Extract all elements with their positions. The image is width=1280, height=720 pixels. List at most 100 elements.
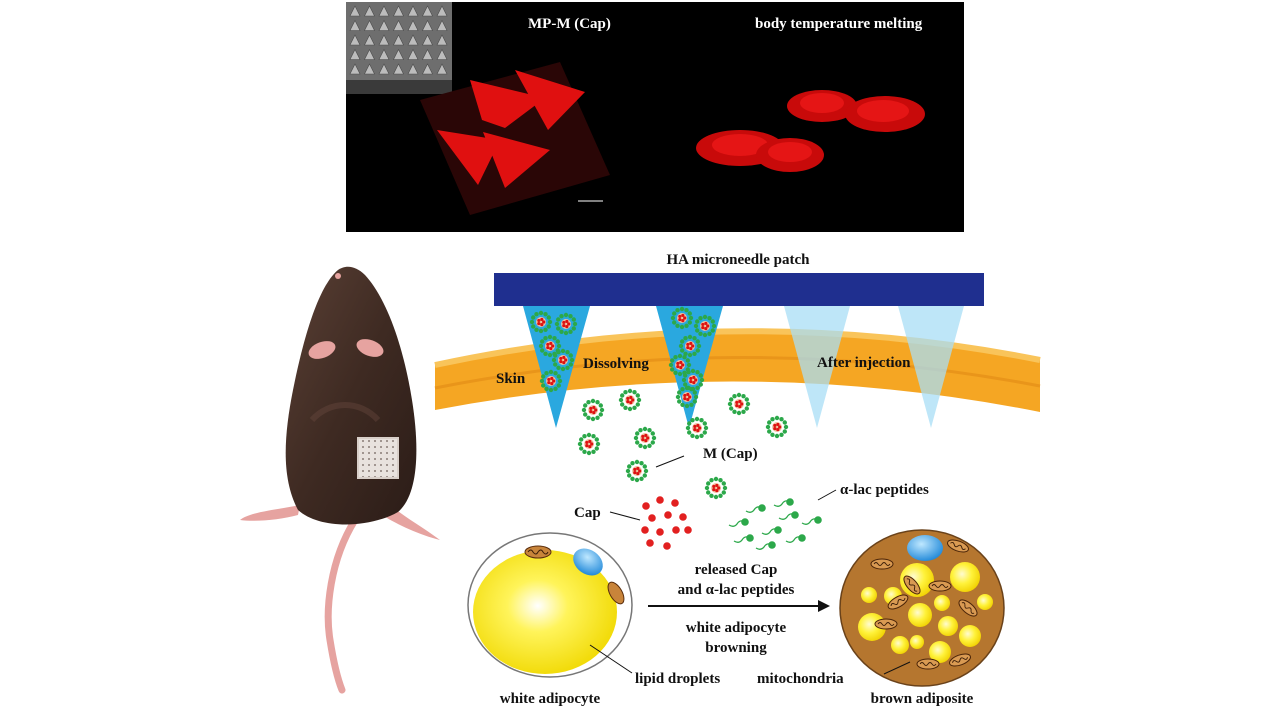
browning-label-1: white adipocyte [686,620,787,636]
small-lipid-droplet [950,562,980,592]
small-lipid-droplet [910,635,924,649]
small-lipid-droplet [929,641,951,663]
cap-molecule [656,528,664,536]
needle-empty-1 [784,306,850,428]
peptide [801,516,822,525]
large-lipid-droplet [473,550,617,674]
mito-label: mitochondria [757,671,844,687]
peptide [728,518,749,527]
lipid-pointer [589,644,633,674]
micrograph-left-title: MP-M (Cap) [528,16,611,32]
needle-fluor-2 [515,70,585,130]
mitochondrion [874,618,898,630]
peptide [773,498,794,507]
released-label-2: and α-lac peptides [678,582,795,598]
micelle-particle [581,398,605,422]
mitochondrion [887,594,909,610]
free-cap-molecules [641,496,692,550]
patch-label: HA microneedle patch [666,252,810,268]
mitochondrion [947,539,969,553]
dissolving-label: Dissolving [583,356,649,372]
micelle-particle [625,459,649,483]
mitochondrion [916,658,940,670]
lipid-label: lipid droplets [635,671,720,687]
nucleus [907,535,943,561]
needle-fluor-1 [470,80,545,128]
peptide [745,504,766,513]
mitochondrion [903,575,921,595]
cap-molecule [664,511,672,519]
mitochondrion [928,580,952,592]
cap-molecule [684,526,692,534]
mitochondrion [958,599,978,617]
patch-on-mouse [357,437,399,479]
cap-molecule [679,513,687,521]
mito-pointer [883,661,911,675]
peptide [778,511,799,520]
peptide [733,534,754,543]
micelle-particle [670,306,694,330]
mitochondrion [607,581,625,605]
skin-layer [434,328,1041,412]
micelle-particle [577,432,601,456]
peptide [761,526,782,535]
brown-cell-label: brown adiposite [871,691,974,707]
white-cell-label: white adipocyte [500,691,601,707]
micrograph-right-title: body temperature melting [755,16,923,32]
brown-adipocyte [839,529,1005,687]
alac-label: α-lac peptides [840,482,929,498]
mouse-illustration [240,266,440,694]
nucleus [573,548,603,576]
small-lipid-droplet [959,625,981,647]
micelle-particle [678,334,702,358]
peptide [755,541,776,550]
browning-label-2: browning [705,640,767,656]
alac-peptides [728,498,822,550]
micelle-particle [693,314,717,338]
cap-molecule [648,514,656,522]
arrow-head [818,600,830,612]
micelle-particle [765,415,789,439]
cap-molecule [672,526,680,534]
micelle-particle [681,368,705,392]
micelle-particle [618,388,642,412]
ha-microneedle-patch [494,273,984,306]
micelle-particle [539,369,563,393]
cap-molecule [656,496,664,504]
mitochondrion [524,545,552,559]
needle-fluor-4 [483,132,550,188]
micelle-particle [668,353,692,377]
alac-pointer [817,489,837,501]
needle-empty-2 [898,306,964,428]
micelle-particle [554,312,578,336]
cap-label: Cap [574,505,601,521]
small-lipid-droplet [934,595,950,611]
cap-pointer [609,511,641,521]
skin-label: Skin [496,371,526,387]
m-cap-label: M (Cap) [703,446,758,462]
cap-molecule [646,539,654,547]
cap-molecule [641,526,649,534]
micelle-particle [727,392,751,416]
small-lipid-droplet [977,594,993,610]
cap-molecule [642,502,650,510]
peptide [785,534,806,543]
after-injection-label: After injection [817,355,911,371]
micelle-particle [551,348,575,372]
cap-molecule [663,542,671,550]
micrograph-panel: MP-M (Cap) body temperature melting [346,2,964,232]
small-lipid-droplet [891,636,909,654]
micelle-particle [538,334,562,358]
small-lipid-droplet [861,587,877,603]
sem-inset [346,2,452,94]
released-label-1: released Cap [695,562,778,578]
micelle-particle [675,385,699,409]
needle-fluor-3 [437,130,500,185]
cap-molecule [671,499,679,507]
small-lipid-droplet [938,616,958,636]
mitochondrion [870,558,894,570]
mitochondrion [949,653,971,667]
small-lipid-droplet [908,603,932,627]
micelle-particle [633,426,657,450]
